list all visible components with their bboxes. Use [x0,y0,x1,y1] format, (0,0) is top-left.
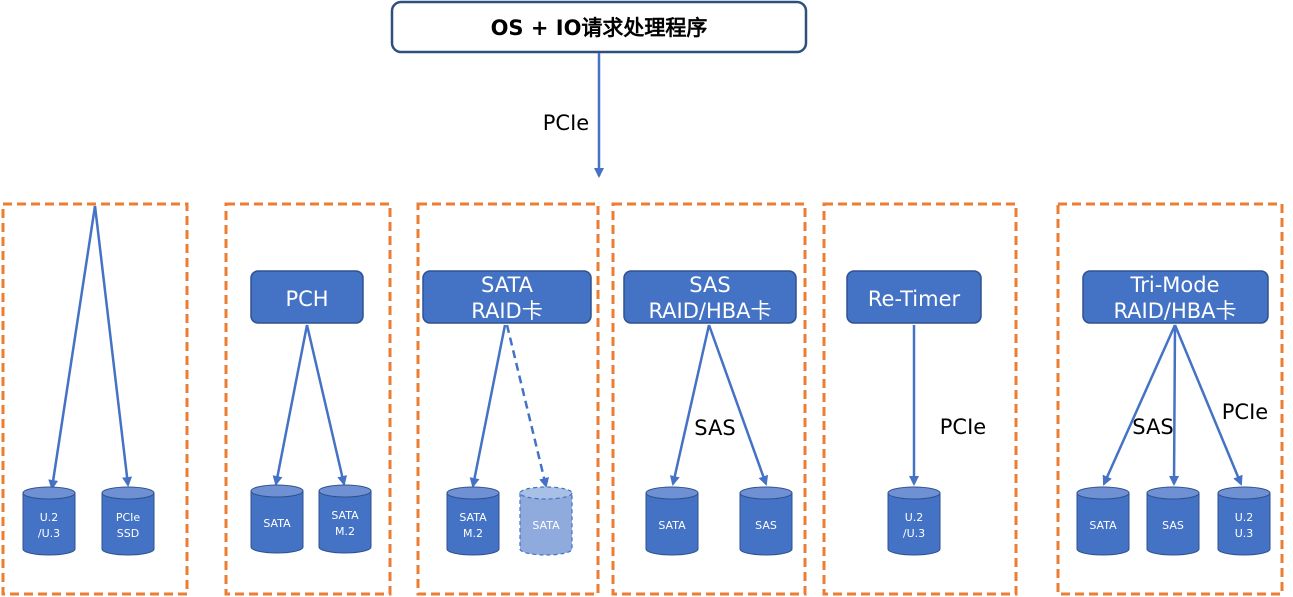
link-trimode-sata [1102,324,1177,486]
disk-label: SAS [755,519,777,532]
link-label: SAS [1132,415,1173,439]
disk-cylinder: SATA [250,484,304,554]
disk-cylinder: SATA [645,486,699,556]
link-sas-sata [669,324,711,486]
disk-cylinder: U.2 /U.3 [22,486,76,556]
link-trimode-sas [1169,324,1180,486]
disk-label: PCIe [116,511,141,524]
disk-label: U.2 [40,511,59,524]
disk-cylinder: SATA [1076,486,1130,556]
link-labels: SAS PCIe SAS PCIe [694,400,1268,440]
disk-label: SATA [459,511,487,524]
link-sataraid-dashed [505,324,549,488]
group-frame-pch [224,202,392,596]
connections [48,205,1243,490]
group-frame-direct [1,202,189,596]
link-direct-pcie-ssd [93,205,133,487]
disk-label: SATA [263,517,291,530]
controller-label: RAID/HBA卡 [1113,299,1236,323]
controllers: PCH SATA RAID卡 SAS RAID/HBA卡 Re-Timer Tr… [250,270,1269,324]
link-pch-sata [272,324,309,486]
link-trimode-pcie [1173,324,1243,486]
controller-label: RAID/HBA卡 [648,299,771,323]
disk-cylinder: U.2 U.3 [1217,486,1271,556]
disk-label: /U.3 [38,527,60,540]
disk-cylinder: SATA M.2 [318,484,372,554]
disk-cylinder: SATA M.2 [446,486,500,556]
disks: U.2 /U.3 PCIe SSD SATA SATA M.2 SATA M.2 [22,484,1271,556]
disk-label: SATA [331,509,359,522]
group-frame-sas-raid [611,202,807,596]
group-frames [1,202,1284,596]
link-direct-u2 [48,205,97,490]
controller-box-sata-raid [422,270,592,324]
disk-label: M.2 [463,527,483,540]
disk-label: /U.3 [903,527,925,540]
disk-label: U.3 [1235,527,1254,540]
disk-label: U.2 [1235,511,1254,524]
disk-cylinder-dashed: SATA [519,486,573,556]
disk-cylinder: PCIe SSD [101,486,155,556]
controller-label: Re-Timer [868,287,961,311]
controller-label: RAID卡 [471,299,542,323]
link-sataraid-m2 [469,324,507,488]
controller-label: SATA [481,273,534,297]
disk-label: M.2 [335,525,355,538]
disk-cylinder: U.2 /U.3 [887,486,941,556]
disk-cylinder: SAS [739,486,793,556]
link-label: SAS [694,416,735,440]
controller-label: SAS [689,273,730,297]
disk-label: SAS [1162,519,1184,532]
controller-box-sas-raid [623,270,797,324]
link-label: PCIe [1222,400,1268,424]
controller-box-trimode [1082,270,1269,324]
disk-label: SATA [1089,519,1117,532]
group-frame-sata-raid [416,202,600,596]
link-pch-sata-m2 [305,324,348,486]
controller-box-retimer [846,270,982,324]
disk-label: SATA [658,519,686,532]
link-sas-sas [707,324,769,486]
disk-cylinder: SAS [1146,486,1200,556]
link-label: PCIe [940,415,986,439]
disk-label: U.2 [905,511,924,524]
group-frame-trimode [1056,202,1284,596]
controller-label: PCH [285,287,328,311]
group-frame-retimer [822,202,1018,596]
controller-box-pch [250,270,364,324]
host-box [390,0,808,54]
host-title: OS + IO请求处理程序 [491,16,708,40]
host-pcie-label: PCIe [543,111,589,135]
controller-label: Tri-Mode [1129,273,1219,297]
disk-label: SATA [532,519,560,532]
disk-label: SSD [117,527,139,540]
